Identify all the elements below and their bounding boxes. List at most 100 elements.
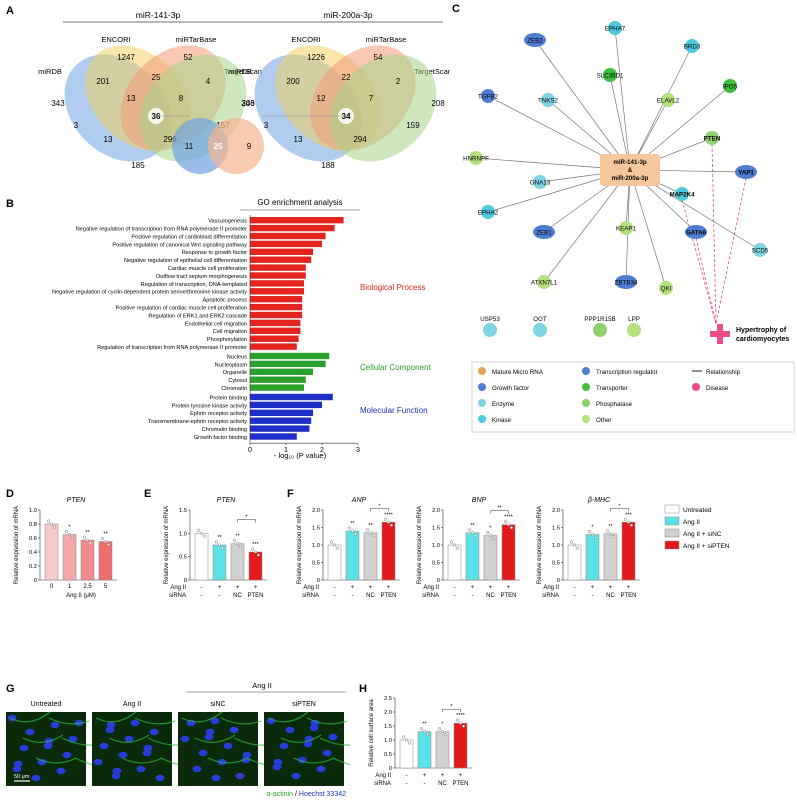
go-bar — [250, 303, 303, 311]
venn-num: 294 — [353, 135, 367, 144]
venn-num: 8 — [179, 94, 184, 103]
network-node-gna13 — [533, 175, 547, 189]
nucleus — [142, 749, 152, 757]
network-node-zbtb34 — [615, 275, 637, 289]
go-bar — [250, 343, 297, 350]
y-tick-label: 0 — [557, 578, 560, 584]
go-term-label: Protein tyrosine kinase activity — [172, 403, 247, 409]
data-point — [389, 523, 393, 527]
nucleus — [235, 772, 245, 780]
row-ang-value: + — [591, 585, 595, 591]
nucleus — [155, 774, 165, 782]
chart-title: β-MHC — [587, 497, 611, 504]
go-x-tick-label: 2 — [320, 447, 324, 454]
network-edge — [614, 27, 631, 171]
data-point — [47, 519, 51, 523]
network-node-label: PPP1R15B — [584, 316, 615, 323]
venn-num: 188 — [321, 161, 335, 170]
panel-label-a: A — [6, 5, 14, 17]
go-term-label: Cardiac muscle cell proliferation — [168, 266, 247, 272]
y-tick-label: 1.5 — [552, 526, 560, 532]
row-sirna-value: PTEN — [452, 781, 468, 787]
nucleus — [68, 735, 78, 743]
row-sirna-value: PTEN — [247, 593, 263, 599]
nucleus — [149, 728, 159, 736]
y-tick-label: 0 — [317, 578, 320, 584]
micro-label: Untreated — [31, 701, 62, 708]
row-label-sirna: siRNA — [374, 781, 391, 787]
data-point — [593, 536, 597, 540]
venn-num: 343 — [241, 99, 255, 108]
nucleus — [266, 717, 276, 725]
actinin-fiber — [220, 717, 262, 725]
nucleus — [316, 765, 326, 773]
network-node-label: USP53 — [480, 316, 500, 323]
nucleus — [105, 726, 115, 734]
venn-num: 206 — [241, 99, 255, 108]
go-bar — [250, 433, 297, 440]
network-node-label: PTEN — [704, 136, 721, 143]
bar — [381, 522, 396, 581]
go-term-label: Transmembrane-ephrin receptor activity — [148, 419, 247, 425]
venn-left-title: miR-141-3p — [136, 10, 181, 20]
actinin-fiber — [108, 734, 150, 743]
legend-label: Disease — [706, 385, 729, 392]
y-tick-label: 0 — [389, 766, 392, 772]
go-term-label: Positive regulation of cardioblast diffe… — [131, 234, 247, 240]
row-ang-value: + — [351, 585, 355, 591]
go-bar — [250, 272, 306, 279]
go-term-label: Regulation of transcription from RNA pol… — [97, 345, 247, 351]
nucleus — [50, 721, 60, 729]
sig-label: * — [489, 526, 492, 532]
network-node-label: IPO5 — [723, 84, 738, 91]
y-tick-label: 2.0 — [312, 508, 320, 514]
go-term-label: Nucleoplasm — [215, 362, 248, 368]
network-node-map2k4 — [675, 187, 689, 201]
data-point — [458, 721, 462, 725]
data-point — [605, 529, 609, 533]
data-point — [333, 543, 337, 547]
nucleus — [19, 744, 29, 752]
chart-xlabel: Ang II (μM) — [66, 593, 96, 599]
network-node-label: MAP2K4 — [669, 192, 695, 199]
row-ang-value: + — [459, 773, 463, 779]
sig-label: * — [68, 525, 71, 531]
nucleus — [136, 765, 146, 773]
row-ang-value: - — [454, 585, 456, 591]
panel-label-g: G — [6, 683, 15, 695]
data-point — [200, 531, 204, 535]
nucleus — [25, 728, 35, 736]
bar — [603, 533, 618, 581]
network-node-label: SCD5 — [752, 248, 769, 255]
row-ang-value: + — [423, 773, 427, 779]
data-point — [450, 540, 454, 544]
actinin-fiber — [306, 717, 348, 725]
sig-label: ** — [217, 535, 222, 541]
data-point — [470, 531, 474, 535]
row-sirna-value: PTEN — [500, 593, 516, 599]
data-point — [453, 543, 457, 547]
venn-num: 343 — [51, 99, 65, 108]
micro-group-label: Ang II — [252, 681, 272, 690]
legend-label: Growth factor — [492, 385, 529, 392]
sig-bracket-label: * — [245, 514, 248, 520]
disease-edge — [695, 237, 717, 325]
row-label-ang: Ang II — [423, 585, 439, 591]
go-bar — [250, 384, 304, 391]
y-tick-label: 0.6 — [29, 536, 37, 542]
sig-label: ** — [608, 524, 613, 530]
data-point — [53, 525, 57, 529]
network-node-label: SLC35D1 — [597, 73, 624, 80]
data-point — [256, 553, 260, 557]
go-term-label: Vasculogenesis — [208, 219, 247, 225]
venn-num: 22 — [342, 73, 351, 82]
y-tick-label: 0.5 — [179, 555, 187, 561]
go-term-label: Negative regulation of transcription fro… — [76, 227, 247, 233]
data-point — [626, 520, 630, 524]
network-node-epha2 — [481, 205, 495, 219]
panel-label-b: B — [6, 198, 14, 210]
chart-title: PTEN — [217, 497, 237, 504]
venn-num: 159 — [406, 121, 420, 130]
row-ang-value: - — [201, 585, 203, 591]
